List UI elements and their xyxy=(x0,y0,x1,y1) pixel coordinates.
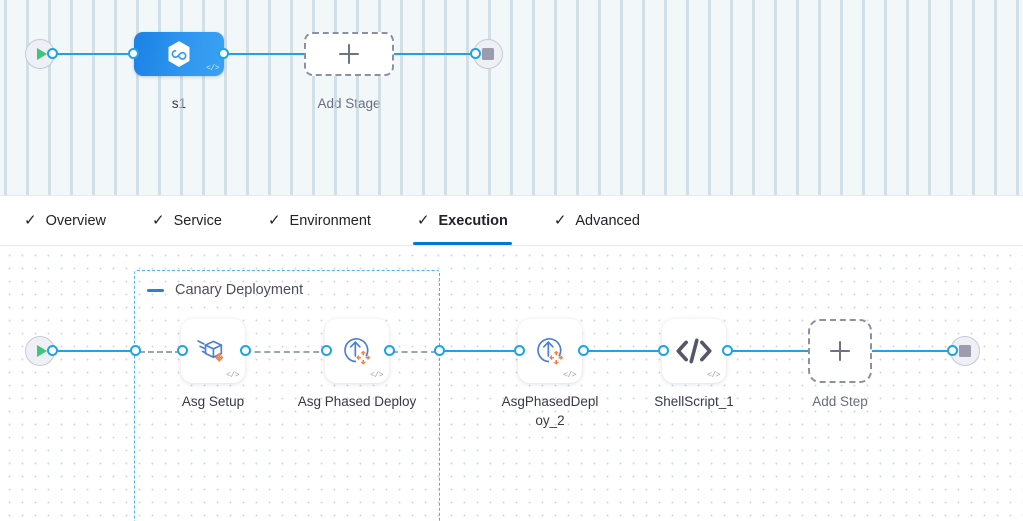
move-arrows-glyph xyxy=(215,352,224,362)
tab-label: Execution xyxy=(438,212,508,229)
stage-label-s1: s1 xyxy=(171,96,187,111)
stop-square-icon xyxy=(959,345,971,357)
asg-setup-input-port[interactable] xyxy=(177,345,188,356)
group-input-port[interactable] xyxy=(130,345,141,356)
connector-group-in-to-asg-setup xyxy=(139,351,181,353)
plus-icon xyxy=(339,44,359,64)
shellscript-1-input-port[interactable] xyxy=(658,345,669,356)
step-label-asg-setup: Asg Setup xyxy=(181,394,245,409)
check-icon: ✓ xyxy=(416,212,430,229)
connector-asg-setup-to-asg-phased-deploy xyxy=(186,351,329,353)
connector-group-out-to-asgphaseddeploy2 xyxy=(440,350,520,353)
connector-shellscript-to-add-step xyxy=(729,350,812,353)
step-label-line2: oy_2 xyxy=(535,413,565,428)
add-step-button[interactable] xyxy=(808,319,872,383)
connector-add-stage-to-end xyxy=(388,53,480,56)
steps-end-port[interactable] xyxy=(947,345,958,356)
connector-add-step-to-end xyxy=(872,350,957,353)
stage-input-port[interactable] xyxy=(128,48,139,59)
step-node-asg-phased-deploy[interactable]: </> xyxy=(325,319,389,383)
steps-start-port[interactable] xyxy=(47,345,58,356)
shell-script-code-icon xyxy=(676,338,712,364)
stages-end-port[interactable] xyxy=(470,48,481,59)
asg-phased-deploy-icon xyxy=(344,338,371,365)
play-icon xyxy=(36,345,47,357)
stages-canvas[interactable]: </> s1 Add Stage xyxy=(0,0,1023,196)
tab-label: Service xyxy=(173,212,222,229)
step-node-asg-setup[interactable]: </> xyxy=(181,319,245,383)
harness-hexagon-infinity-icon xyxy=(168,41,190,67)
step-label-line1: AsgPhasedDepl xyxy=(501,394,599,409)
asg-phased-deploy-output-port[interactable] xyxy=(384,345,395,356)
asgphaseddeploy-2-output-port[interactable] xyxy=(578,345,589,356)
step-code-flag: </> xyxy=(226,371,239,380)
check-icon: ✓ xyxy=(553,212,567,229)
step-node-shellscript-1[interactable]: </> xyxy=(662,319,726,383)
plus-icon xyxy=(830,341,850,361)
step-group-header[interactable]: Canary Deployment xyxy=(147,282,303,298)
minus-icon[interactable] xyxy=(147,288,164,292)
stage-output-port[interactable] xyxy=(218,48,229,59)
stage-node-s1[interactable]: </> xyxy=(134,32,224,76)
asg-phased-deploy-input-port[interactable] xyxy=(321,345,332,356)
tab-overview[interactable]: ✓ Overview xyxy=(24,196,106,245)
step-group-title: Canary Deployment xyxy=(175,282,304,298)
asg-phased-deploy-icon xyxy=(537,338,564,365)
tab-label: Advanced xyxy=(575,212,640,229)
connector-asgphaseddeploy2-to-shellscript xyxy=(585,350,665,353)
tab-label: Overview xyxy=(45,212,107,229)
tab-execution[interactable]: ✓ Execution xyxy=(412,196,512,245)
add-stage-label: Add Stage xyxy=(317,96,381,111)
stage-config-tabs[interactable]: ✓ Overview ✓ Service ✓ Environment ✓ Exe… xyxy=(0,196,1023,245)
stage-code-flag: </> xyxy=(206,64,219,73)
tab-environment[interactable]: ✓ Environment xyxy=(268,196,371,245)
play-icon xyxy=(36,48,47,60)
stages-start-port[interactable] xyxy=(47,48,58,59)
step-code-flag: </> xyxy=(707,371,720,380)
step-label-line1: Asg Phased Deploy xyxy=(297,394,417,409)
tab-label: Environment xyxy=(289,212,371,229)
asg-setup-output-port[interactable] xyxy=(240,345,251,356)
shellscript-1-output-port[interactable] xyxy=(722,345,733,356)
move-arrows-glyph xyxy=(549,350,564,365)
step-code-flag: </> xyxy=(370,371,383,380)
step-label-asg-phased-deploy: Asg Phased Deploy xyxy=(297,392,417,411)
check-icon: ✓ xyxy=(24,212,37,229)
asg-setup-cube-icon xyxy=(197,340,224,362)
move-arrows-glyph xyxy=(356,350,371,365)
step-label-shellscript-1: ShellScript_1 xyxy=(654,394,734,409)
check-icon: ✓ xyxy=(152,212,165,229)
step-group-canary-deployment[interactable] xyxy=(134,270,440,521)
step-label-asgphaseddeploy-2: AsgPhasedDepl oy_2 xyxy=(490,392,610,430)
tab-service[interactable]: ✓ Service xyxy=(152,196,222,245)
add-step-label: Add Step xyxy=(812,394,868,409)
tab-advanced[interactable]: ✓ Advanced xyxy=(554,196,640,245)
connector-start-to-stage xyxy=(50,53,140,56)
step-node-asgphaseddeploy-2[interactable]: </> xyxy=(518,319,582,383)
step-code-flag: </> xyxy=(563,371,576,380)
connector-start-to-group xyxy=(50,350,136,353)
stop-square-icon xyxy=(482,48,494,60)
execution-steps-canvas[interactable]: Canary Deployment xyxy=(0,245,1023,521)
group-output-port[interactable] xyxy=(434,345,445,356)
add-stage-button[interactable] xyxy=(304,32,394,76)
check-icon: ✓ xyxy=(267,212,281,229)
connector-stage-to-add-stage xyxy=(218,53,310,56)
asgphaseddeploy-2-input-port[interactable] xyxy=(514,345,525,356)
